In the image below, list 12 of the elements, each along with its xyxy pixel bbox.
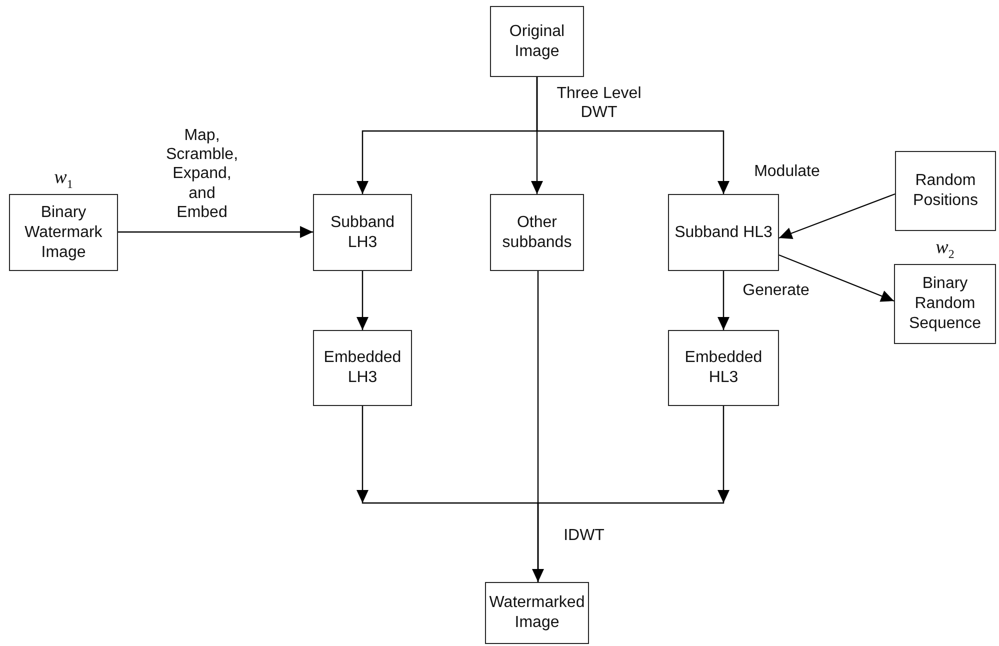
process-box: Original Image	[490, 6, 584, 77]
variable-label: w$_{1}$	[53, 167, 74, 192]
process-box: Binary Random Sequence	[894, 264, 996, 344]
process-box: Embedded LH3	[313, 330, 412, 406]
variable-label: w$_{2}$	[934, 237, 956, 262]
process-box: Binary Watermark Image	[9, 194, 118, 271]
process-box: Other subbands	[490, 194, 584, 271]
process-box: Random Positions	[895, 151, 996, 231]
process-box: Subband LH3	[313, 194, 412, 271]
process-box: Embedded HL3	[668, 330, 779, 406]
process-box: Subband HL3	[668, 194, 779, 271]
process-box: Watermarked Image	[485, 582, 589, 644]
